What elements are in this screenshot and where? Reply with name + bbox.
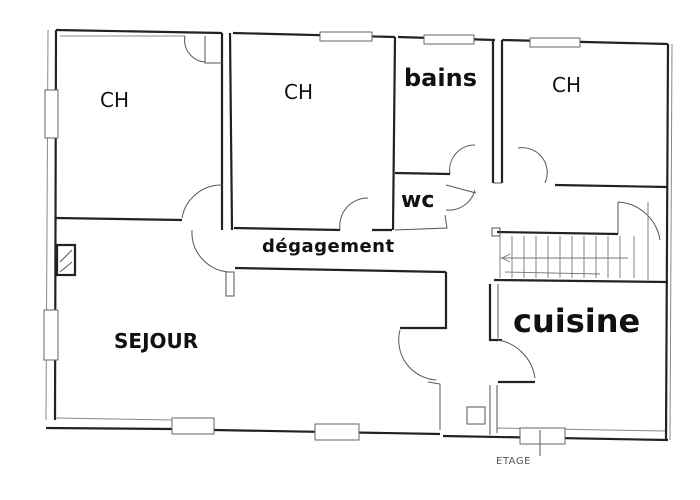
doors [181,144,661,381]
annotation-upper-floor: ETAGE [496,456,531,467]
room-label-living-room: SEJOUR [114,329,199,353]
room-label-hallway: dégagement [262,236,395,257]
staircase [499,202,649,280]
room-label-bedroom-3: CH [552,73,582,97]
interior-walls [55,32,669,435]
room-label-toilet: wc [401,188,435,213]
windows [43,31,581,445]
room-label-bedroom-2: CH [284,80,314,104]
room-label-kitchen: cuisine [513,302,641,340]
room-label-bedroom-1: CH [100,88,130,112]
room-label-bathroom: bains [404,64,477,92]
